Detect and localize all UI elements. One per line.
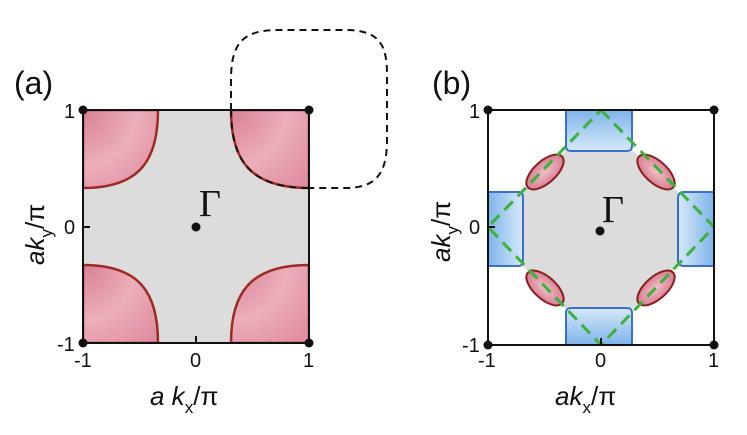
gamma-label: Γ — [602, 189, 624, 231]
y-tick-label: 0 — [64, 217, 75, 239]
panel-a-label: (a) — [14, 65, 53, 101]
corner-point — [304, 105, 314, 115]
y-tick-label: 1 — [469, 101, 480, 123]
pocket-lens-top-right — [636, 153, 676, 191]
pocket-top-left — [83, 110, 160, 190]
corner-point — [304, 338, 314, 348]
y-tick-label: -1 — [57, 334, 75, 356]
panel-a: (a) Γ -1 0 1 1 0 -1 — [14, 29, 388, 417]
blue-pocket-right — [677, 191, 714, 267]
y-tick-label: 0 — [469, 217, 480, 239]
blue-pocket-left — [488, 191, 524, 267]
x-tick-label: 1 — [303, 350, 314, 372]
x-axis-label: a kx/π — [150, 381, 218, 417]
corner-point — [78, 105, 88, 115]
dashed-shifted-pocket-inner — [230, 109, 310, 189]
panel-b: (b) Γ -1 — [426, 65, 719, 417]
corner-point — [709, 105, 719, 115]
x-tick-label: 0 — [595, 350, 606, 372]
y-axis-label: aky/π — [426, 201, 462, 262]
corner-point — [483, 105, 493, 115]
x-axis-label: akx/π — [555, 381, 616, 417]
y-tick-label: -1 — [462, 335, 480, 357]
pocket-lens-top-left — [525, 153, 565, 191]
corner-point — [709, 340, 719, 350]
blue-pocket-bottom — [565, 307, 633, 345]
x-tick-label: -1 — [74, 350, 92, 372]
panel-b-label: (b) — [432, 65, 471, 101]
corner-point — [78, 338, 88, 348]
corner-point — [483, 340, 493, 350]
gamma-label: Γ — [199, 183, 221, 225]
blue-pocket-top — [565, 110, 633, 152]
pocket-bottom-left — [83, 263, 160, 343]
magnetic-zone-boundary — [488, 110, 714, 345]
x-tick-label: -1 — [478, 350, 496, 372]
pocket-bottom-right — [229, 263, 309, 343]
gamma-point — [595, 226, 605, 236]
x-tick-label: 1 — [708, 350, 719, 372]
y-axis-label: aky/π — [20, 204, 56, 265]
gamma-point — [191, 222, 201, 232]
y-tick-label: 1 — [64, 101, 75, 123]
x-tick-label: 0 — [190, 350, 201, 372]
